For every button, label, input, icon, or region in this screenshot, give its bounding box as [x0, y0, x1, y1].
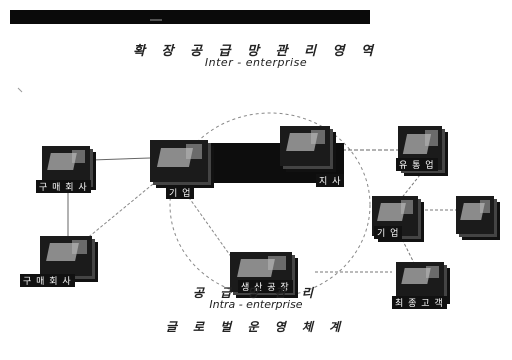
node-center-left-photo: [150, 140, 208, 182]
bottom-title-korean: 글 로 벌 운 영 체 계: [0, 318, 512, 335]
node-right-top-label: 유 통 업: [396, 158, 438, 171]
link-lefttop-center: [92, 158, 150, 160]
node-left-top-photo: [42, 146, 90, 184]
node-center-left-label: 기 업: [166, 186, 194, 199]
node-right-middle-label: 기 업: [374, 226, 402, 239]
link-rightmid-bottomright: [400, 235, 415, 265]
inner-title-english: Intra - enterprise: [0, 298, 512, 311]
node-center-right-label: 지 사: [316, 174, 344, 187]
node-far-right-photo: [456, 196, 494, 234]
node-left-bottom-photo: [40, 236, 92, 276]
node-left-top-label: 구 매 회 사: [36, 180, 91, 193]
node-center-right-photo: [280, 126, 330, 166]
